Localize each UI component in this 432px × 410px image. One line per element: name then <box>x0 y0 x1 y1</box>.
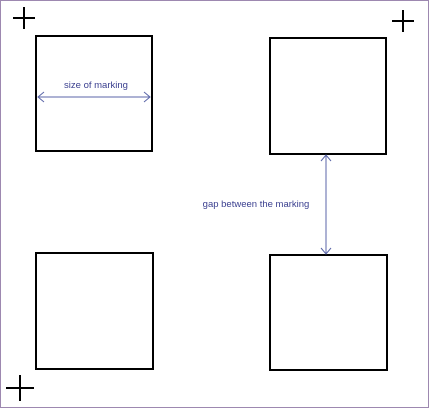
size-of-marking-label: size of marking <box>64 80 128 91</box>
gap-dimension-arrow <box>320 154 332 255</box>
registration-cross-top-left <box>13 7 35 29</box>
marking-square-bottom-left <box>35 252 154 370</box>
registration-cross-bottom-left <box>6 375 34 401</box>
gap-between-marking-label: gap between the marking <box>203 199 310 210</box>
registration-cross-top-right <box>392 10 414 32</box>
marking-square-top-left <box>35 35 153 152</box>
marking-square-bottom-right <box>269 254 388 371</box>
size-dimension-arrow <box>37 91 151 103</box>
marking-square-top-right <box>269 37 387 155</box>
